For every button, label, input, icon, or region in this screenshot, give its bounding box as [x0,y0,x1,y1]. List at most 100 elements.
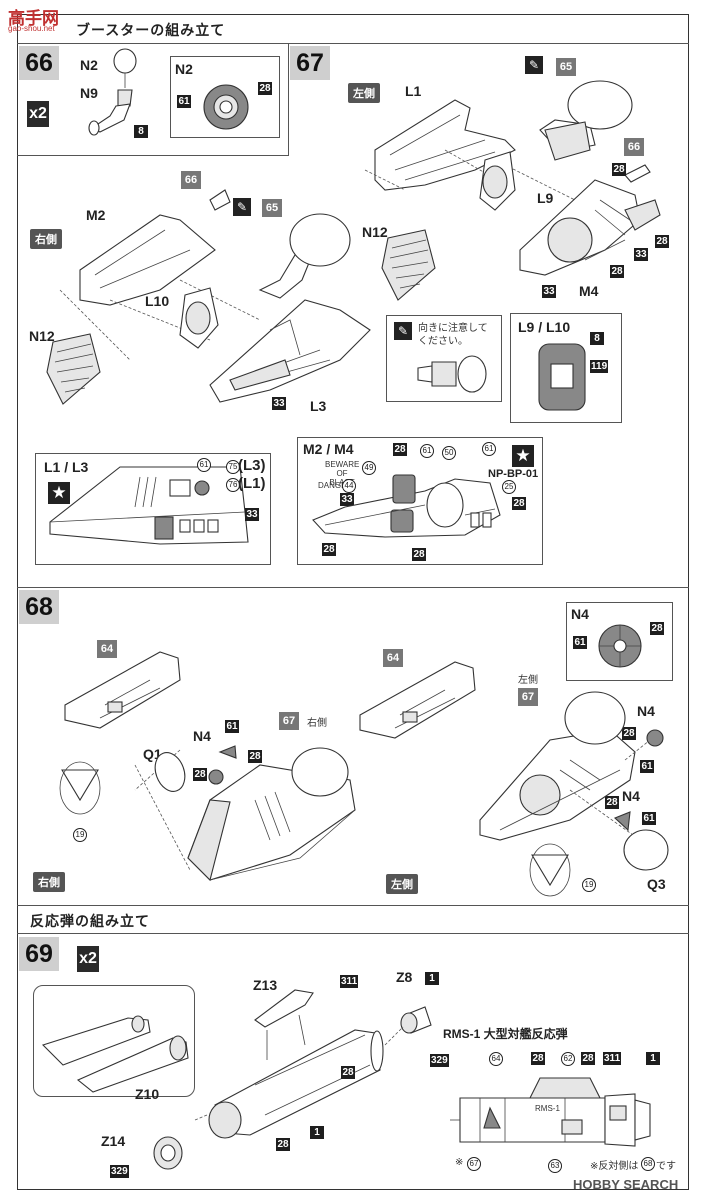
divider [17,905,689,906]
rms1-title: RMS-1 大型対艦反応弾 [443,1027,568,1041]
callout-28-69b: 28 [276,1138,290,1151]
divider [17,587,689,588]
n2-detail-drawing [203,84,249,130]
decal-star-icon: ★ [48,482,70,504]
n12-part-drawing-a [381,229,436,301]
decal-28-b: 28 [322,543,336,556]
decal-19-a: 19 [73,828,87,842]
note-opposite-side: ※反対側は [590,1161,639,1172]
part-label-z13: Z13 [253,977,278,993]
callout-61-b: 61 [640,760,654,773]
note-prefix-67: ※ [455,1157,464,1168]
side-note-right: 右側 [307,718,327,729]
decal-61: 61 [197,458,211,472]
decal-76: 76 [226,478,240,492]
side-note-left: 左側 [518,675,538,686]
part-label-n12-b: N12 [29,328,55,344]
callout-33-c: 33 [272,397,286,410]
callout-329-a: 329 [110,1165,129,1178]
side-label-right: 右側 [30,229,62,249]
left-booster-assembly-drawing [479,691,669,897]
multiplier-badge: x2 [27,101,49,127]
decal-19-b: 19 [582,878,596,892]
divider [17,43,689,44]
step-66-badge: 66 [19,46,59,80]
decal-28-c: 28 [512,497,526,510]
decal-33-m: 33 [340,493,354,506]
rms-decal-62: 62 [561,1052,575,1066]
multiplier-badge-69: x2 [77,946,99,972]
callout-28-b: 28 [655,235,669,248]
detail-title-l9-l10: L9 / L10 [518,319,571,335]
decal-61-b: 61 [482,442,496,456]
side-label-left: 左側 [348,83,380,103]
part-label-n4-c: N4 [622,788,640,804]
part-64-drawing-left [64,651,181,729]
decal-33: 33 [245,508,259,521]
decal-75-tag: (L3) [238,457,266,474]
part-number-66-right: 66 [624,138,644,156]
part-label-n9: N9 [80,85,98,101]
z14-cap-drawing [153,1136,183,1170]
rms-callout-28-b: 28 [581,1052,595,1065]
rms1-body-text: RMS-1 [535,1104,560,1113]
rms-decal-67: 67 [467,1157,481,1171]
decal-28-d: 28 [412,548,426,561]
detail-title-n4: N4 [571,606,589,622]
right-booster-assembly-drawing [59,745,356,882]
part-number-66-left: 66 [181,171,201,189]
paint-icon: ✎ [394,322,412,340]
n2-n9-parts-drawing [88,48,137,136]
part-64-drawing-right [359,661,476,739]
part-label-z14: Z14 [101,1133,126,1149]
detail-callout-28-n4: 28 [650,622,664,635]
part-label-n4-b: N4 [637,703,655,719]
part-label-m2: M2 [86,207,106,223]
right-booster-exploded-drawing [59,189,371,403]
part-label-z10: Z10 [135,1086,160,1102]
divider [17,155,289,156]
part-label-m4: M4 [579,283,599,299]
z9-z10-halves-drawing [41,1015,189,1093]
divider [17,933,689,934]
l9-l10-detail-drawing [538,343,586,411]
detail-title-m2-m4: M2 / M4 [303,441,354,457]
callout-28-d: 28 [605,796,619,809]
part-label-n12-a: N12 [362,224,388,240]
part-number-64-left: 64 [97,640,117,658]
step-69-badge: 69 [19,937,59,971]
decal-49: 49 [362,461,376,475]
callout-28-c: 28 [610,265,624,278]
part-label-q3: Q3 [647,876,666,892]
part-label-l10: L10 [145,293,170,309]
part-number-64-right: 64 [383,649,403,667]
part-label-l1: L1 [405,83,422,99]
detail-callout-8: 8 [590,332,604,345]
decal-61-a: 61 [420,444,434,458]
part-number-67-right: 67 [518,688,538,706]
section-title-booster: ブースターの組み立て [72,20,230,40]
rms-callout-1: 1 [646,1052,660,1065]
rms-decal-64: 64 [489,1052,503,1066]
part-number-65-top: 65 [556,58,576,76]
paint-icon: ✎ [233,198,251,216]
detail-callout-119: 119 [590,360,609,373]
section-title-warhead: 反応弾の組み立て [26,911,154,931]
divider [288,43,289,155]
detail-callout-61: 61 [177,95,191,108]
rms-decal-63: 63 [548,1159,562,1173]
orientation-note-text: 向きに注意してください。 [418,323,488,347]
decal-75: 75 [226,460,240,474]
rms1-side-drawing [450,1077,651,1147]
m2-m4-side-drawing [312,474,501,538]
callout-311-a: 311 [340,975,359,988]
page-frame [17,14,689,1190]
side-label-right-68: 右側 [33,872,65,892]
decal-76-tag: (L1) [238,475,266,492]
decal-44: 44 [342,479,356,493]
part-label-n2: N2 [80,57,98,73]
rms-decal-68: 68 [641,1157,655,1171]
rms-callout-329: 329 [430,1054,449,1067]
rms-callout-311: 311 [603,1052,622,1065]
warhead-assembly-drawing [194,989,432,1139]
